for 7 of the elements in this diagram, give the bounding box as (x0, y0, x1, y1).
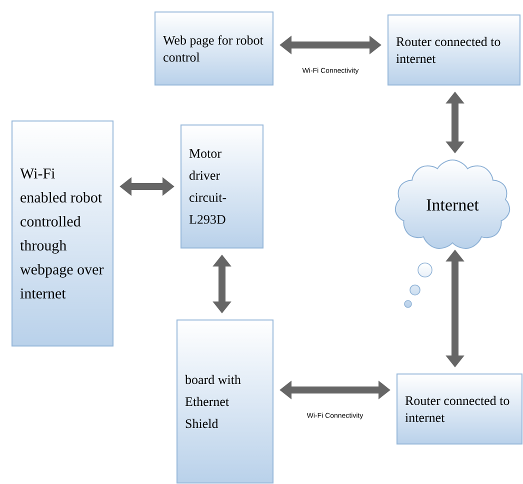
process-box: Motor driver circuit- L293D (180, 124, 264, 248)
process-box: Web page for robot control (154, 12, 274, 86)
process-box: Wi-Fi enabled robot controlled through webpage over internet (12, 120, 114, 346)
process-box: board with Ethernet Shield (176, 320, 274, 484)
process-box: Router connected to internet (388, 14, 520, 86)
cloud: Internet (394, 160, 510, 249)
process-box: Router connected to internet (396, 374, 522, 444)
